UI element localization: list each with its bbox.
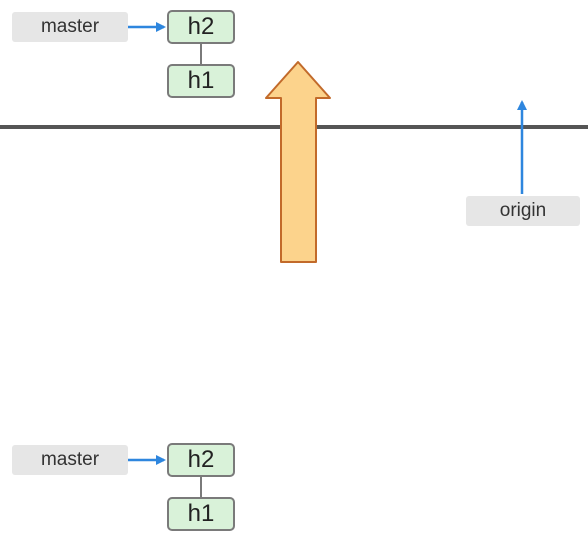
bottom-commit-h1: h1 (167, 497, 235, 531)
top-master-label: master (12, 12, 128, 42)
top-commit-h2: h2 (167, 10, 235, 44)
top-commit-h1: h1 (167, 64, 235, 98)
origin-label: origin (466, 196, 580, 226)
bottom-commit-h2: h2 (167, 443, 235, 477)
bottom-master-label: master (12, 445, 128, 475)
push-up-arrow (265, 61, 331, 263)
